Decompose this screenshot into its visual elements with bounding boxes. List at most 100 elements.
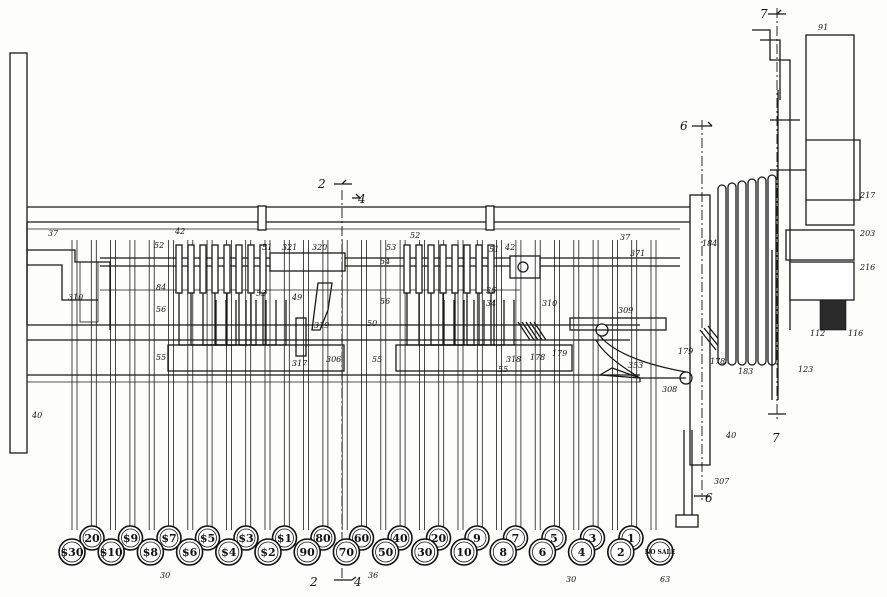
front-row-key[interactable] xyxy=(332,538,361,566)
bar-309 xyxy=(569,317,667,331)
top-frame-rails xyxy=(26,206,690,325)
springs xyxy=(517,321,725,351)
front-row-key[interactable] xyxy=(606,538,635,566)
detent-lever xyxy=(451,244,459,294)
ref-319: 319 xyxy=(314,321,329,330)
detent-lever xyxy=(199,244,207,294)
back-row-key-rim xyxy=(429,528,448,548)
back-row-key-rim xyxy=(313,528,333,548)
lever-link xyxy=(238,293,267,346)
back-row-key[interactable] xyxy=(194,525,221,551)
ref-116: 116 xyxy=(848,329,863,338)
back-row-key[interactable] xyxy=(117,525,144,551)
back-row-key-label: 20 xyxy=(431,532,447,545)
ref-56-left: 56 xyxy=(156,305,166,314)
ref-320: 320 xyxy=(312,243,327,252)
ref-84: 84 xyxy=(156,283,166,292)
indicator-wheel xyxy=(717,184,727,366)
ref-306: 306 xyxy=(326,355,341,364)
back-row-key-label: $7 xyxy=(161,532,176,545)
front-row-key-label: 10 xyxy=(456,546,472,559)
totalizer-housing xyxy=(752,29,861,400)
front-row-key[interactable] xyxy=(489,538,518,566)
back-row-key[interactable] xyxy=(156,525,182,551)
back-row-key-label: 9 xyxy=(473,532,481,545)
front-row-key[interactable] xyxy=(58,538,86,566)
right-side-plate xyxy=(675,194,711,528)
lever-frame xyxy=(395,344,573,372)
back-row-key[interactable] xyxy=(79,525,105,551)
detent-lever xyxy=(415,244,423,294)
front-row-key-rim xyxy=(218,541,240,563)
front-row-key[interactable] xyxy=(528,538,557,566)
ref-51-left: 51 xyxy=(262,243,272,252)
front-row-key[interactable] xyxy=(215,538,243,566)
front-row-key[interactable] xyxy=(254,538,282,566)
ref-40-left: 40 xyxy=(31,411,42,420)
ref-321: 321 xyxy=(282,243,297,252)
ref-55-right: 55 xyxy=(498,365,508,374)
indicator-wheels xyxy=(717,174,777,366)
front-row-key[interactable] xyxy=(371,538,400,566)
section-mark-6-top: 6 xyxy=(680,119,688,133)
back-row-key-rim xyxy=(198,528,217,548)
front-row-key-label: NO SALE xyxy=(645,549,676,556)
indicator-wheel xyxy=(747,178,757,366)
front-row-key[interactable] xyxy=(97,538,125,566)
back-row-key-label: $1 xyxy=(277,532,292,545)
back-row-key-rim xyxy=(275,528,294,548)
front-row-key[interactable] xyxy=(293,538,322,566)
front-row-key[interactable] xyxy=(567,538,596,566)
back-row-key-label: $5 xyxy=(200,532,215,545)
front-row-key[interactable] xyxy=(136,538,165,566)
ref-40-right: 40 xyxy=(725,431,736,440)
front-row-key[interactable] xyxy=(646,538,674,566)
front-row-key-rim xyxy=(61,541,83,563)
section-arrows xyxy=(334,9,786,581)
back-row-key-label: 40 xyxy=(392,532,408,545)
front-row-key-label: 4 xyxy=(578,546,586,559)
reference-numerals: 91 217 203 216 116 112 123 37 37 40 40 4… xyxy=(31,23,876,584)
detent-lever xyxy=(403,244,411,294)
lever-link xyxy=(214,293,247,346)
left-bracket xyxy=(27,249,111,330)
front-row-key[interactable] xyxy=(410,538,439,566)
front-row-key-label: 90 xyxy=(300,546,316,559)
back-row-key-label: 20 xyxy=(84,532,100,545)
detent-lever xyxy=(439,244,447,294)
section-mark-4-top: 4 xyxy=(357,192,366,206)
back-row-key-label: 7 xyxy=(512,532,520,545)
front-row-key[interactable] xyxy=(450,538,478,566)
ref-307: 307 xyxy=(714,477,730,486)
front-row-key-rim xyxy=(375,541,397,563)
ref-36-bottom: 36 xyxy=(368,571,378,580)
ref-52-right: 52 xyxy=(410,231,420,240)
back-row-key-rim xyxy=(352,528,371,548)
back-row-key-rim xyxy=(236,528,256,548)
detent-lever xyxy=(259,244,267,294)
front-row-key-label: $2 xyxy=(260,546,275,559)
ref-91: 91 xyxy=(818,23,828,32)
detent-lever xyxy=(463,244,471,294)
ref-308: 308 xyxy=(662,385,677,394)
ref-203: 203 xyxy=(859,229,875,238)
ref-318: 318 xyxy=(506,355,521,364)
lever-link xyxy=(442,293,475,346)
detent-lever xyxy=(175,244,183,294)
right-key-bank-levers xyxy=(395,244,573,372)
center-link xyxy=(295,282,333,357)
ref-30-right: 30 xyxy=(566,575,576,584)
front-row-key-rim xyxy=(257,541,279,563)
front-row-key[interactable] xyxy=(175,538,204,566)
back-row-key-label: 1 xyxy=(627,532,635,545)
front-row-key-label: 50 xyxy=(378,546,394,559)
front-row-key-rim xyxy=(532,541,553,563)
front-row-key-rim xyxy=(492,541,514,563)
front-row-key-label: $8 xyxy=(143,546,159,559)
ref-179-left: 179 xyxy=(552,349,567,358)
detent-lever xyxy=(475,244,483,294)
ref-112: 112 xyxy=(810,329,825,338)
front-row-key-label: 8 xyxy=(499,546,507,559)
